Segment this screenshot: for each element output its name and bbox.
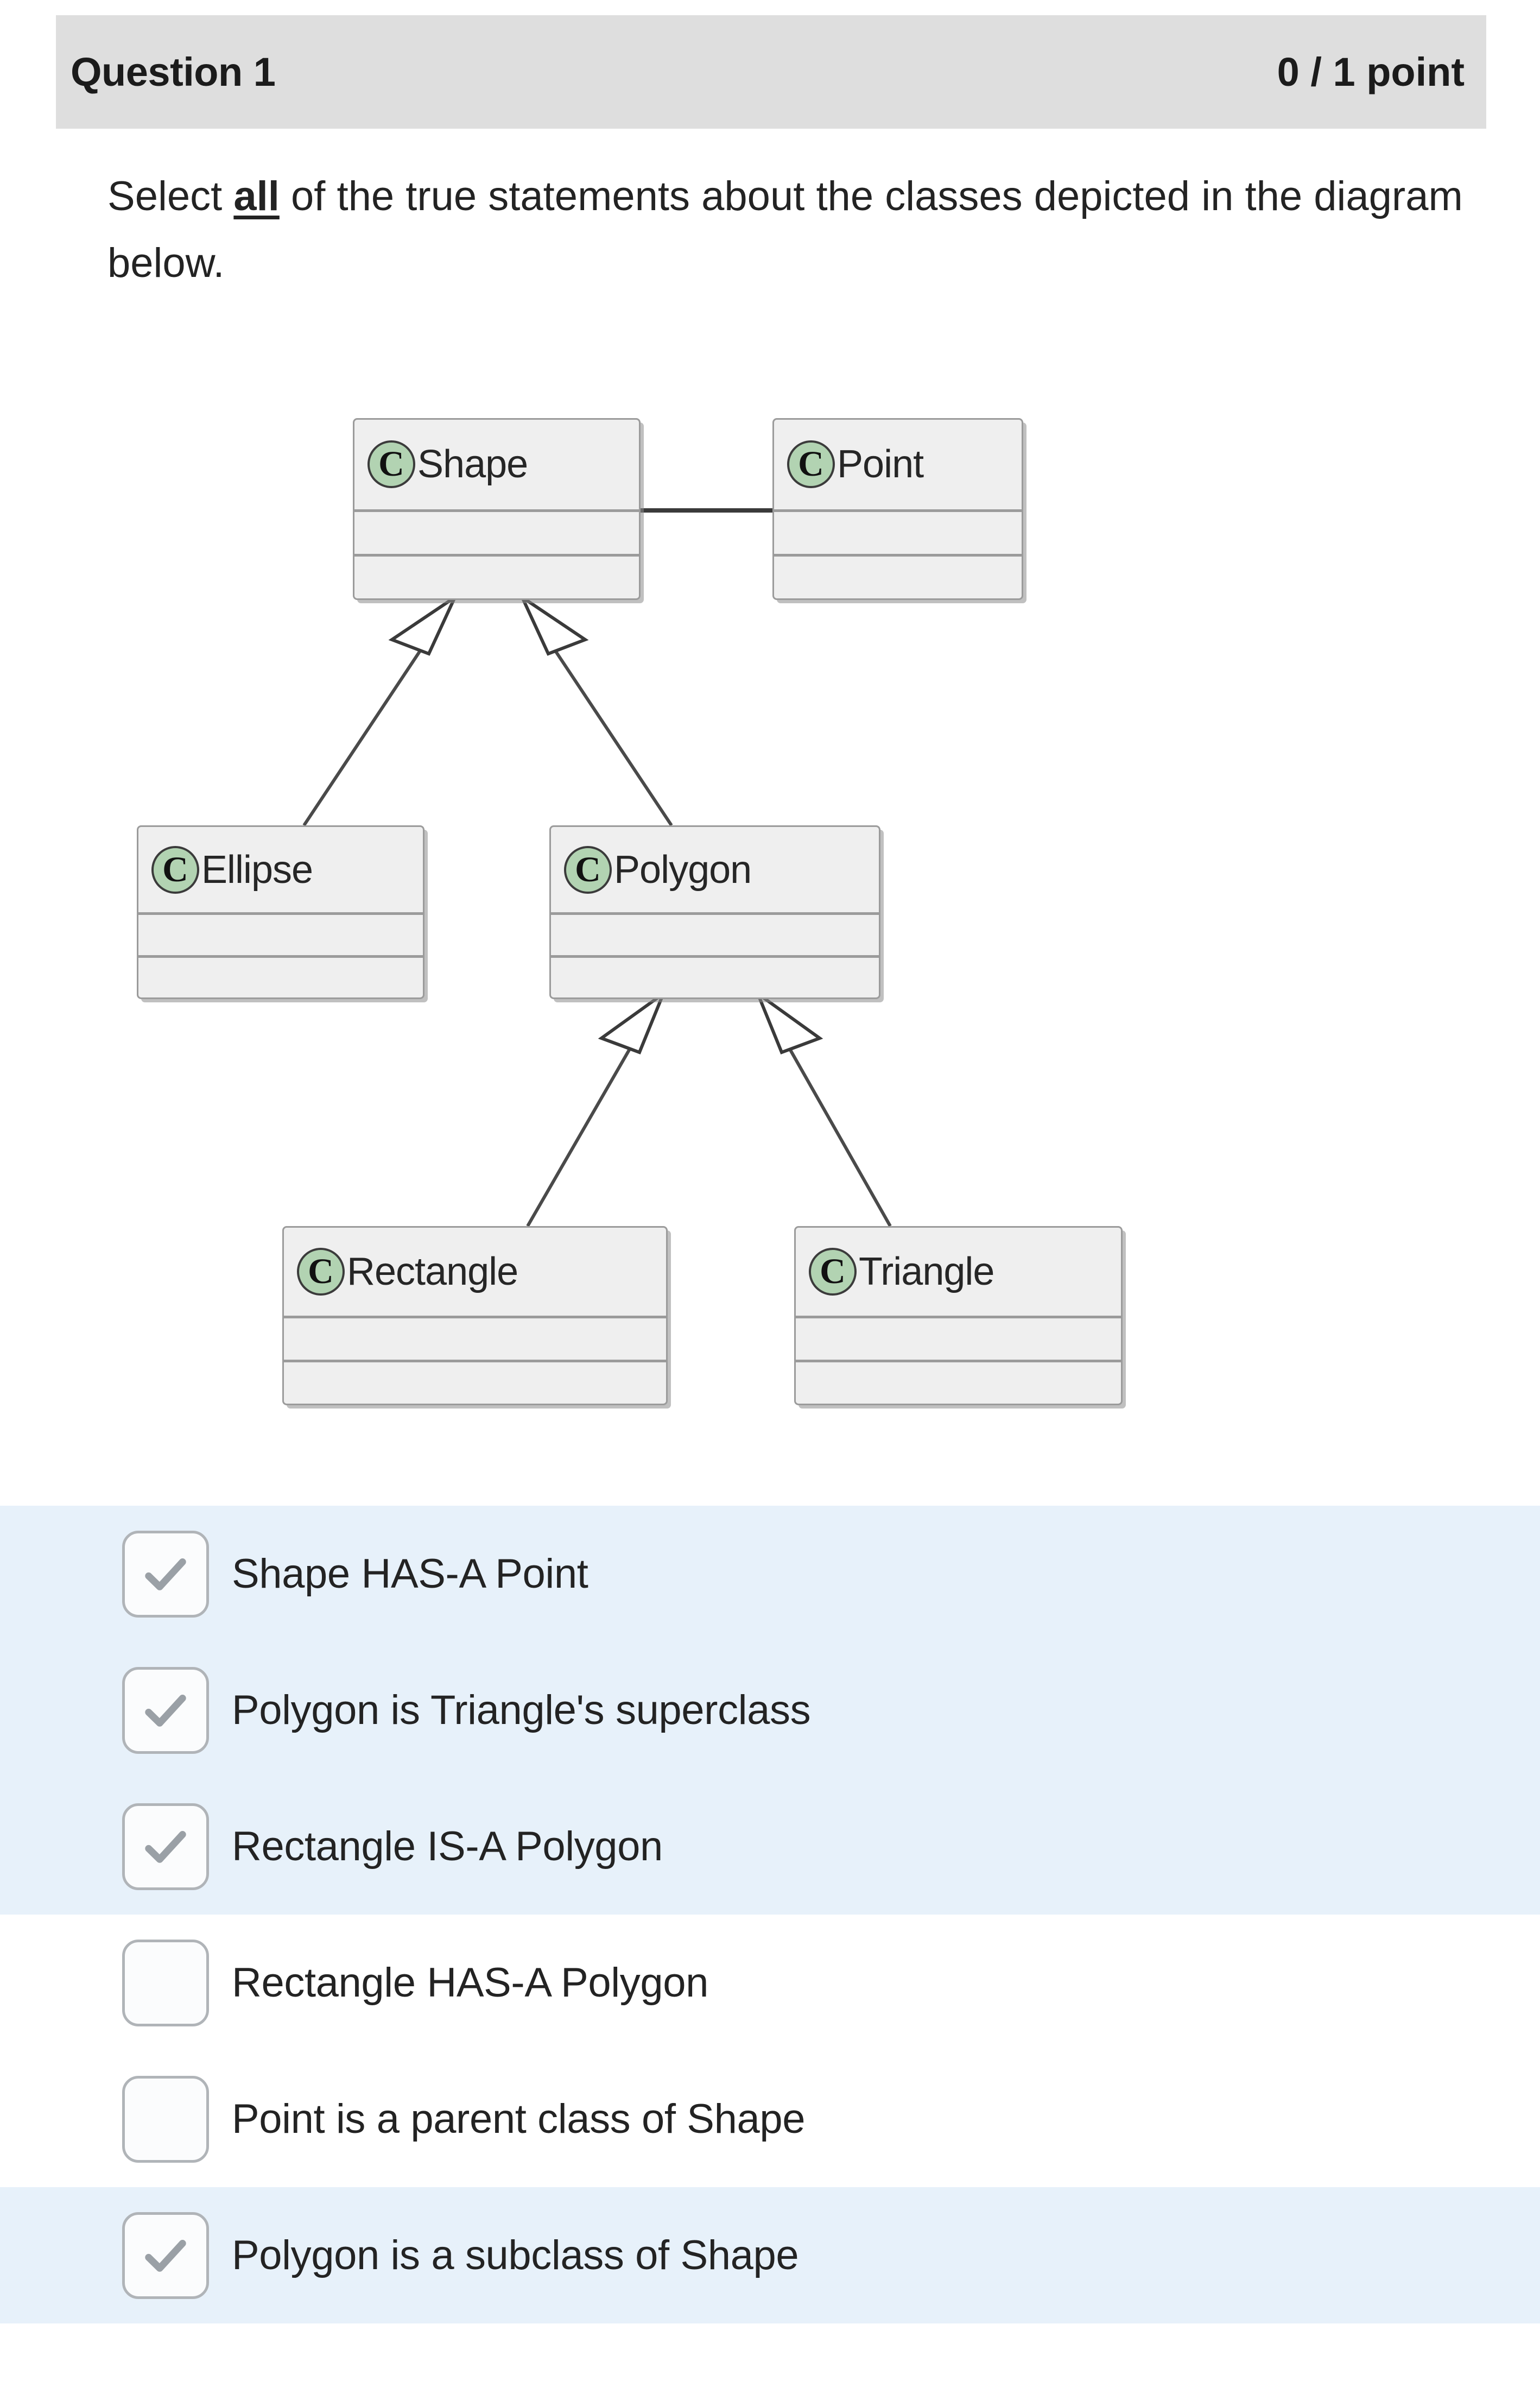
- checkmark-icon: [145, 2239, 186, 2272]
- uml-class-shape[interactable]: C Shape: [353, 418, 641, 600]
- uml-class-triangle-label: Triangle: [859, 1250, 994, 1293]
- class-c-icon: C: [564, 845, 612, 894]
- uml-class-triangle[interactable]: C Triangle: [794, 1226, 1123, 1405]
- prompt-emphasis: all: [233, 173, 280, 219]
- uml-class-rectangle-label: Rectangle: [347, 1250, 518, 1293]
- uml-operations-compartment: [284, 1360, 666, 1404]
- uml-operations-compartment: [774, 553, 1022, 598]
- page-title: Question 1: [71, 49, 276, 94]
- uml-attributes-compartment: [774, 509, 1022, 554]
- answer-option-5[interactable]: Point is a parent class of Shape: [0, 2051, 1540, 2187]
- uml-class-point[interactable]: C Point: [772, 418, 1023, 600]
- answer-checkbox-2[interactable]: [122, 1666, 209, 1754]
- answer-checkbox-5[interactable]: [122, 2075, 209, 2163]
- prompt-text-after: of the true statements about the classes…: [107, 173, 1463, 287]
- generalization-line-ellipse-shape: [302, 649, 422, 826]
- answer-checkbox-4[interactable]: [122, 1939, 209, 2026]
- question-header-bar: Question 1 0 / 1 point: [56, 15, 1486, 129]
- answer-option-label-1: Shape HAS-A Point: [232, 1551, 588, 1597]
- uml-class-ellipse-label: Ellipse: [201, 848, 313, 892]
- uml-class-ellipse-title: C Ellipse: [138, 827, 423, 912]
- question-prompt: Select all of the true statements about …: [107, 163, 1475, 296]
- class-c-icon: C: [151, 845, 199, 894]
- uml-attributes-compartment: [796, 1316, 1121, 1360]
- uml-operations-compartment: [796, 1360, 1121, 1404]
- answer-option-1[interactable]: Shape HAS-A Point: [0, 1506, 1540, 1642]
- answer-option-label-6: Polygon is a subclass of Shape: [232, 2232, 799, 2278]
- answer-checkbox-1[interactable]: [122, 1530, 209, 1618]
- class-c-icon: C: [367, 440, 415, 489]
- uml-class-triangle-title: C Triangle: [796, 1228, 1121, 1316]
- uml-class-shape-label: Shape: [417, 443, 528, 487]
- uml-class-point-label: Point: [837, 443, 924, 487]
- uml-class-polygon[interactable]: C Polygon: [549, 825, 880, 999]
- generalization-line-rectangle-polygon: [526, 1048, 631, 1227]
- generalization-arrow-rectangle-polygon: [598, 989, 667, 1054]
- uml-connectors: [302, 508, 892, 1227]
- uml-class-rectangle[interactable]: C Rectangle: [282, 1226, 668, 1405]
- uml-operations-compartment: [138, 955, 423, 998]
- uml-class-polygon-title: C Polygon: [551, 827, 879, 912]
- generalization-line-polygon-shape: [553, 649, 673, 826]
- answer-option-6[interactable]: Polygon is a subclass of Shape: [0, 2187, 1540, 2323]
- uml-operations-compartment: [354, 553, 639, 598]
- generalization-arrow-triangle-polygon: [754, 989, 823, 1054]
- points-badge: 0 / 1 point: [1277, 49, 1465, 94]
- uml-attributes-compartment: [354, 509, 639, 554]
- checkmark-icon: [145, 1830, 186, 1863]
- class-c-icon: C: [787, 440, 835, 489]
- prompt-text-before: Select: [107, 173, 234, 219]
- answer-checkbox-6[interactable]: [122, 2212, 209, 2299]
- class-c-icon: C: [809, 1248, 857, 1296]
- uml-class-diagram: C Shape C Point C Ellipse C Polygon: [0, 380, 1540, 1444]
- answer-option-label-2: Polygon is Triangle's superclass: [232, 1687, 811, 1733]
- uml-class-shape-title: C Shape: [354, 420, 639, 509]
- answer-option-4[interactable]: Rectangle HAS-A Polygon: [0, 1915, 1540, 2051]
- uml-class-point-title: C Point: [774, 420, 1022, 509]
- answer-option-label-5: Point is a parent class of Shape: [232, 2096, 806, 2142]
- uml-class-polygon-label: Polygon: [614, 848, 752, 892]
- checkmark-icon: [145, 1558, 186, 1590]
- checkmark-icon: [145, 1694, 186, 1727]
- generalization-line-triangle-polygon: [788, 1048, 892, 1227]
- answer-option-label-4: Rectangle HAS-A Polygon: [232, 1960, 708, 2006]
- generalization-arrow-ellipse-shape: [388, 592, 459, 656]
- uml-attributes-compartment: [551, 912, 879, 955]
- uml-operations-compartment: [551, 955, 879, 998]
- uml-class-rectangle-title: C Rectangle: [284, 1228, 666, 1316]
- answer-option-label-3: Rectangle IS-A Polygon: [232, 1823, 663, 1870]
- class-c-icon: C: [297, 1248, 345, 1296]
- uml-class-ellipse[interactable]: C Ellipse: [137, 825, 424, 999]
- generalization-arrow-polygon-shape: [518, 592, 589, 656]
- uml-attributes-compartment: [138, 912, 423, 955]
- uml-attributes-compartment: [284, 1316, 666, 1360]
- answer-option-3[interactable]: Rectangle IS-A Polygon: [0, 1778, 1540, 1915]
- answer-checkbox-3[interactable]: [122, 1803, 209, 1890]
- answer-option-2[interactable]: Polygon is Triangle's superclass: [0, 1642, 1540, 1778]
